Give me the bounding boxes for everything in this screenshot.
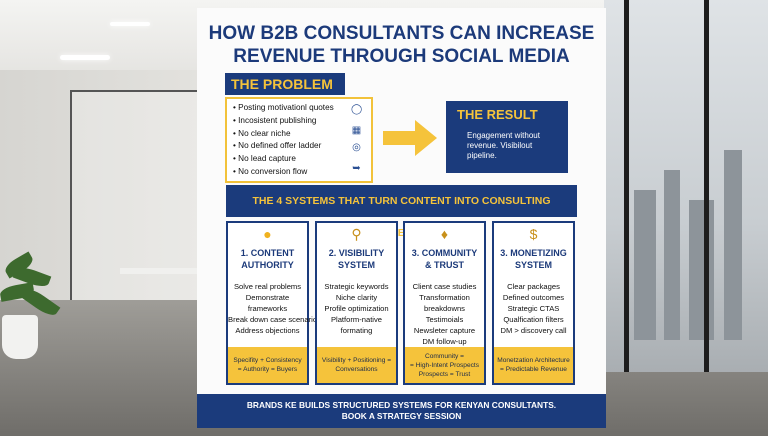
problem-heading: THE PROBLEM [225, 73, 345, 95]
problem-item: Posting motivationl quotes [233, 102, 334, 115]
building [724, 150, 742, 340]
problem-item: No conversion flow [233, 166, 334, 179]
system-title: 3. COMMUNITY & TRUST [405, 247, 484, 271]
building [689, 200, 714, 340]
system-items: Strategic keywords Niche clarity Profile… [317, 281, 396, 336]
system-card-visibility: ⚲ 2. VISIBILITY SYSTEM Strategic keyword… [315, 221, 398, 385]
target-icon: ◎ [352, 142, 361, 153]
system-item: Demonstrate [245, 293, 290, 302]
system-item: Testimoials [425, 315, 464, 324]
arrow-right-icon [383, 120, 437, 156]
chat-bubble-icon: ◯ [351, 104, 363, 115]
system-footer: Monetzation Architecture = Predictable R… [494, 347, 573, 383]
problem-list: Posting motivationl quotes Incosistent p… [233, 102, 334, 179]
system-footer: Visibility + Positioning = Conversations [317, 347, 396, 383]
title-line: REVENUE THROUGH SOCIAL MEDIA [233, 46, 570, 67]
system-title-line: 3. COMMUNITY [411, 248, 478, 258]
title-line: HOW B2B CONSULTANTS CAN INCREASE [208, 23, 595, 44]
building [664, 170, 680, 340]
share-icon: ➥ [352, 163, 361, 174]
system-title-line: 3. MONETIZING [500, 248, 567, 258]
system-title-line: SYSTEM [337, 260, 375, 270]
system-item: DM follow-up [422, 337, 467, 346]
window-mullion [624, 0, 629, 372]
footer-text: BRANDS KE BUILDS STRUCTURED SYSTEMS FOR … [246, 400, 557, 421]
problem-box: Posting motivationl quotes Incosistent p… [225, 97, 373, 183]
problem-item: Incosistent publishing [233, 115, 334, 128]
system-item: DM > discovery call [500, 326, 567, 335]
problem-item: No defined offer ladder [233, 140, 334, 153]
calendar-icon: ▦ [351, 125, 362, 136]
system-item: Transformation [419, 293, 470, 302]
system-footer-text: Community = = High-Intent Prospects Pros… [409, 352, 480, 378]
system-item: Defined outcomes [502, 293, 565, 302]
system-card-monetizing: $ 3. MONETIZING SYSTEM Clear packages De… [492, 221, 575, 385]
system-item: Solve real problems [233, 282, 302, 291]
system-items: Solve real problems Demonstrate framewor… [228, 281, 321, 336]
system-item: Address objections [235, 326, 300, 335]
system-title-line: & TRUST [425, 260, 464, 270]
magnifier-icon: ⚲ [351, 226, 362, 242]
meeting-table [120, 268, 200, 274]
ceiling-light [110, 22, 150, 26]
system-title: 1. CONTENT AUTHORITY [228, 247, 307, 271]
result-box: THE RESULT Engagement without revenue. V… [446, 101, 568, 173]
system-title: 3. MONETIZING SYSTEM [494, 247, 573, 271]
system-item: Strategic CTAS [507, 304, 560, 313]
system-title-line: AUTHORITY [241, 260, 294, 270]
system-item: Niche clarity [335, 293, 378, 302]
system-item: Profile optimization [324, 304, 389, 313]
system-footer: Community = = High-Intent Prospects Pros… [405, 347, 484, 383]
system-item: Platform-native [330, 315, 383, 324]
result-heading: THE RESULT [457, 107, 538, 122]
system-item: formating [340, 326, 373, 335]
system-item: Newsleter capture [413, 326, 476, 335]
system-footer-text: Specifity + Consistency = Authority = Bu… [233, 357, 302, 373]
lightbulb-icon: ● [263, 226, 272, 242]
system-footer-text: Monetzation Architecture = Predictable R… [497, 357, 570, 373]
ceiling-light [60, 55, 110, 60]
footer-bar: BRANDS KE BUILDS STRUCTURED SYSTEMS FOR … [197, 394, 606, 428]
system-title: 2. VISIBILITY SYSTEM [317, 247, 396, 271]
systems-band: THE 4 SYSTEMS THAT TURN CONTENT INTO CON… [226, 185, 577, 239]
system-item: frameworks [247, 304, 288, 313]
system-item: breakdowns [424, 304, 465, 313]
poster-title: HOW B2B CONSULTANTS CAN INCREASE REVENUE… [197, 22, 606, 68]
result-text: Engagement without revenue. Visibilout p… [467, 131, 540, 160]
building [634, 190, 656, 340]
system-title-line: 1. CONTENT [240, 248, 295, 258]
infographic-poster: HOW B2B CONSULTANTS CAN INCREASE REVENUE… [197, 8, 606, 428]
glass-partition [70, 90, 199, 319]
window [604, 0, 768, 372]
system-item: Qualfication filters [503, 315, 564, 324]
system-item: Clear packages [507, 282, 560, 291]
system-card-community-trust: ♦ 3. COMMUNITY & TRUST Client case studi… [403, 221, 486, 385]
system-footer: Specifity + Consistency = Authority = Bu… [228, 347, 307, 383]
system-title-line: 2. VISIBILITY [328, 248, 385, 258]
system-card-content-authority: ● 1. CONTENT AUTHORITY Solve real proble… [226, 221, 321, 385]
plant-pot [2, 315, 38, 359]
window-mullion [704, 0, 709, 372]
dollar-coin-icon: $ [529, 226, 538, 242]
problem-item: No lead capture [233, 153, 334, 166]
system-item: Strategic keywords [324, 282, 389, 291]
problem-item: No clear niche [233, 128, 334, 141]
system-items: Clear packages Defined outcomes Strategi… [494, 281, 573, 336]
system-title-line: SYSTEM [514, 260, 552, 270]
system-footer-text: Visibility + Positioning = Conversations [321, 357, 392, 373]
system-item: Client case studies [412, 282, 477, 291]
system-item: Break down case scenarios [228, 315, 321, 324]
handshake-icon: ♦ [440, 226, 449, 242]
system-items: Client case studies Transformation break… [405, 281, 484, 347]
